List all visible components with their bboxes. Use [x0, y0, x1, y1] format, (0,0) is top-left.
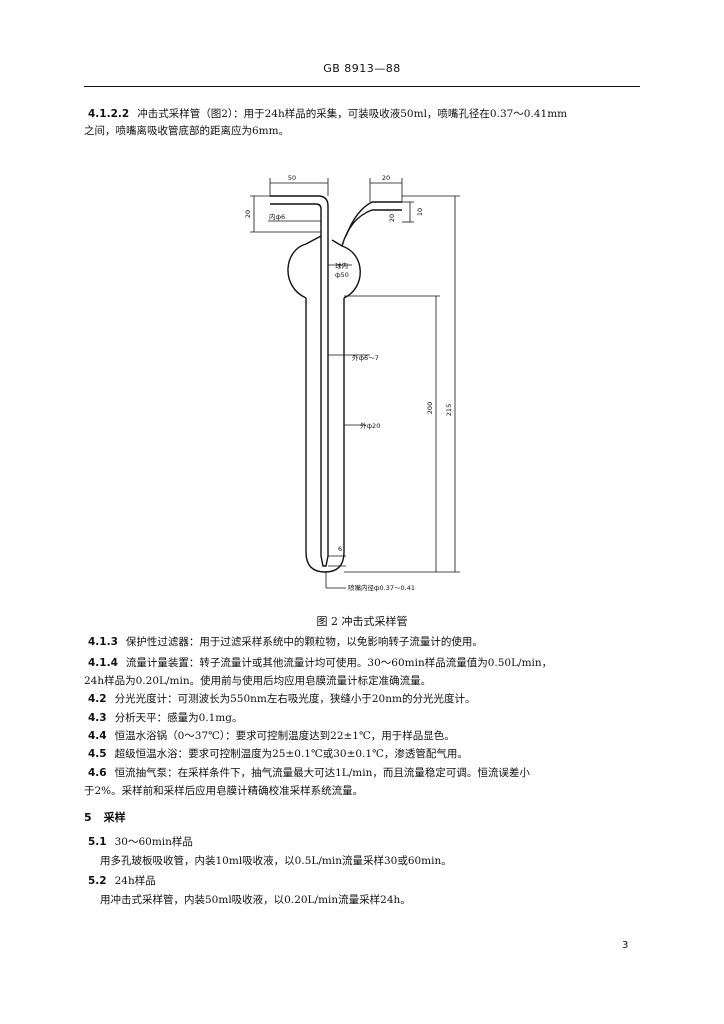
- section-52-title: 24h样品: [114, 875, 156, 887]
- dim-20-right-label: 20: [388, 214, 396, 222]
- outer-20-label: 外ф20: [360, 421, 380, 430]
- section-52-number: 5.2: [88, 875, 107, 887]
- section-5-heading: 5 采样: [84, 811, 126, 825]
- section-5-number: 5: [84, 811, 92, 824]
- section-51-body: 用多孔玻板吸收管，内装10ml吸收液，以0.5L/min流量采样30或60min…: [100, 855, 452, 867]
- ball-label-2: ф50: [335, 271, 349, 279]
- outer-tube-label: 外ф6～7: [352, 353, 379, 362]
- item-46-text: 恒流抽气泵：在采样条件下，抽气流量最大可达1L/min，而且流量稳定可调。恒流误…: [114, 767, 530, 779]
- item-45: 4.5 超级恒温水浴：要求可控制温度为25±0.1℃或30±0.1℃，渗透管配气用…: [88, 747, 468, 761]
- item-46-cont: 于2%。采样前和采样后应用皂膜计精确校准采样系统流量。: [84, 785, 364, 797]
- item-44: 4.4 恒温水浴锅（0～37℃）：要求可控制温度达到22±1℃，用于样品显色。: [88, 729, 455, 743]
- page-number: 3: [622, 940, 629, 951]
- standard-code-header: GB 8913—88: [323, 62, 401, 75]
- section-5-title: 采样: [103, 811, 126, 824]
- para-4122-line1: 4.1.2.2 冲击式采样管（图2）：用于24h样品的采集，可装吸收液50ml，喷…: [88, 107, 567, 121]
- impinger-outline: [270, 195, 402, 573]
- section-52-heading: 5.2 24h样品: [88, 874, 156, 888]
- dim-50-label: 50: [288, 174, 296, 182]
- item-42-text: 分光光度计：可测波长为550nm左右吸光度，狭缝小于20nm的分光光度计。: [114, 693, 476, 705]
- section-52-body: 用冲击式采样管，内装50ml吸收液，以0.20L/min流量采样24h。: [100, 894, 411, 906]
- item-413-number: 4.1.3: [88, 636, 118, 648]
- dim-6-label: 6: [338, 545, 342, 553]
- dimension-lines: [250, 178, 460, 589]
- dim-200-label: 200: [426, 402, 434, 414]
- para-4122-number: 4.1.2.2: [88, 108, 130, 120]
- item-46-number: 4.6: [88, 767, 107, 779]
- item-43-text: 分析天平：感量为0.1mg。: [114, 712, 243, 724]
- dim-20-left-label: 20: [244, 210, 252, 218]
- item-42: 4.2 分光光度计：可测波长为550nm左右吸光度，狭缝小于20nm的分光光度计。: [88, 692, 475, 706]
- item-414-text: 流量计量装置：转子流量计或其他流量计均可使用。30～60min样品流量值为0.5…: [125, 657, 553, 669]
- ball-label-1: 球内: [335, 261, 348, 270]
- item-42-number: 4.2: [88, 693, 107, 705]
- section-51-number: 5.1: [88, 836, 107, 848]
- item-413-text: 保护性过滤器：用于过滤采样系统中的颗粒物，以免影响转子流量计的使用。: [125, 636, 483, 648]
- impinger-figure: 50 20 20 10 20 内ф6 球内 ф50 外ф6～7 200 215 …: [244, 174, 460, 592]
- section-51-title: 30～60min样品: [114, 836, 193, 848]
- item-45-text: 超级恒温水浴：要求可控制温度为25±0.1℃或30±0.1℃，渗透管配气用。: [114, 748, 468, 760]
- item-46: 4.6 恒流抽气泵：在采样条件下，抽气流量最大可达1L/min，而且流量稳定可调。…: [88, 766, 530, 780]
- item-44-number: 4.4: [88, 730, 107, 742]
- item-414-cont: 24h样品为0.20L/min。使用前与使用后均应用皂膜流量计标定准确流量。: [84, 675, 432, 687]
- item-44-text: 恒温水浴锅（0～37℃）：要求可控制温度达到22±1℃，用于样品显色。: [114, 730, 455, 742]
- item-413: 4.1.3 保护性过滤器：用于过滤采样系统中的颗粒物，以免影响转子流量计的使用。: [88, 635, 483, 649]
- dim-10-label: 10: [416, 208, 424, 216]
- dim-20-top-label: 20: [382, 174, 390, 182]
- figure-caption: 图 2 冲击式采样管: [316, 615, 408, 628]
- item-45-number: 4.5: [88, 748, 107, 760]
- header-rule: [84, 86, 640, 87]
- item-43-number: 4.3: [88, 712, 107, 724]
- para-4122-line2: 之间，喷嘴离吸收管底部的距离应为6mm。: [84, 125, 290, 137]
- nozzle-label: 喷嘴内径ф0.37～0.41: [348, 583, 415, 592]
- section-51-heading: 5.1 30～60min样品: [88, 835, 193, 849]
- para-4122-text1: 冲击式采样管（图2）：用于24h样品的采集，可装吸收液50ml，喷嘴孔径在0.3…: [137, 108, 568, 120]
- item-43: 4.3 分析天平：感量为0.1mg。: [88, 711, 243, 725]
- inner-6-label: 内ф6: [269, 212, 285, 221]
- item-414: 4.1.4 流量计量装置：转子流量计或其他流量计均可使用。30～60min样品流量…: [88, 656, 552, 670]
- dim-215-label: 215: [445, 404, 453, 416]
- item-414-number: 4.1.4: [88, 657, 118, 669]
